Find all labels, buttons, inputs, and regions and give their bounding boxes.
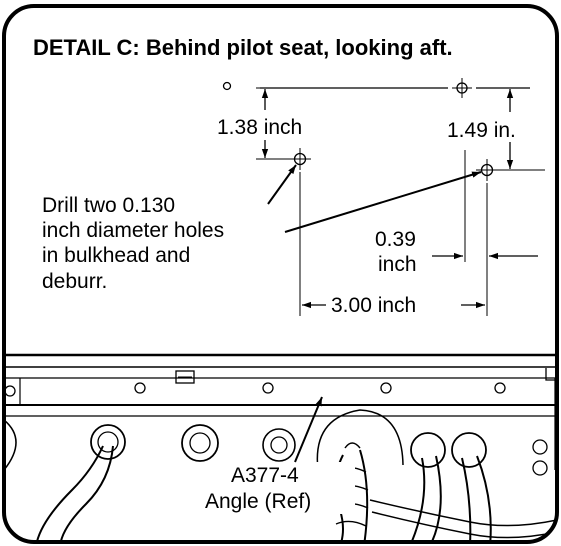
dimension-left-label: 1.38 inch [217, 116, 302, 139]
bulkhead-illustration [4, 353, 557, 542]
drill-note-line4: deburr. [42, 270, 107, 293]
dimension-right-vertical [498, 89, 545, 171]
dimension-offset-unit: inch [378, 253, 417, 276]
drill-hole-left-icon [289, 148, 311, 170]
label-mask [215, 462, 355, 514]
drill-hole-right-icon [476, 159, 498, 181]
drill-note-line2: inch diameter holes [42, 219, 224, 242]
leader-to-left-hole [267, 164, 297, 205]
dimension-offset-value: 0.39 [375, 228, 416, 251]
drill-note-line3: in bulkhead and [42, 244, 190, 267]
reference-hole-icon [222, 81, 232, 91]
dimension-left-vertical [256, 87, 292, 160]
detail-title: DETAIL C: Behind pilot seat, looking aft… [33, 35, 453, 60]
leader-to-angle [294, 396, 323, 463]
part-label-line2: Angle (Ref) [205, 490, 311, 513]
dimension-horizontal-label: 3.00 inch [331, 294, 416, 317]
part-label-line1: A377-4 [231, 464, 299, 487]
dimension-right-label: 1.49 in. [447, 119, 516, 142]
reference-hole-right-icon [452, 78, 472, 98]
drill-note: Drill two 0.130 inch diameter holes in b… [42, 194, 224, 293]
drill-note-line1: Drill two 0.130 [42, 194, 175, 217]
leader-to-right-hole [284, 171, 482, 233]
frame-border [2, 4, 559, 544]
